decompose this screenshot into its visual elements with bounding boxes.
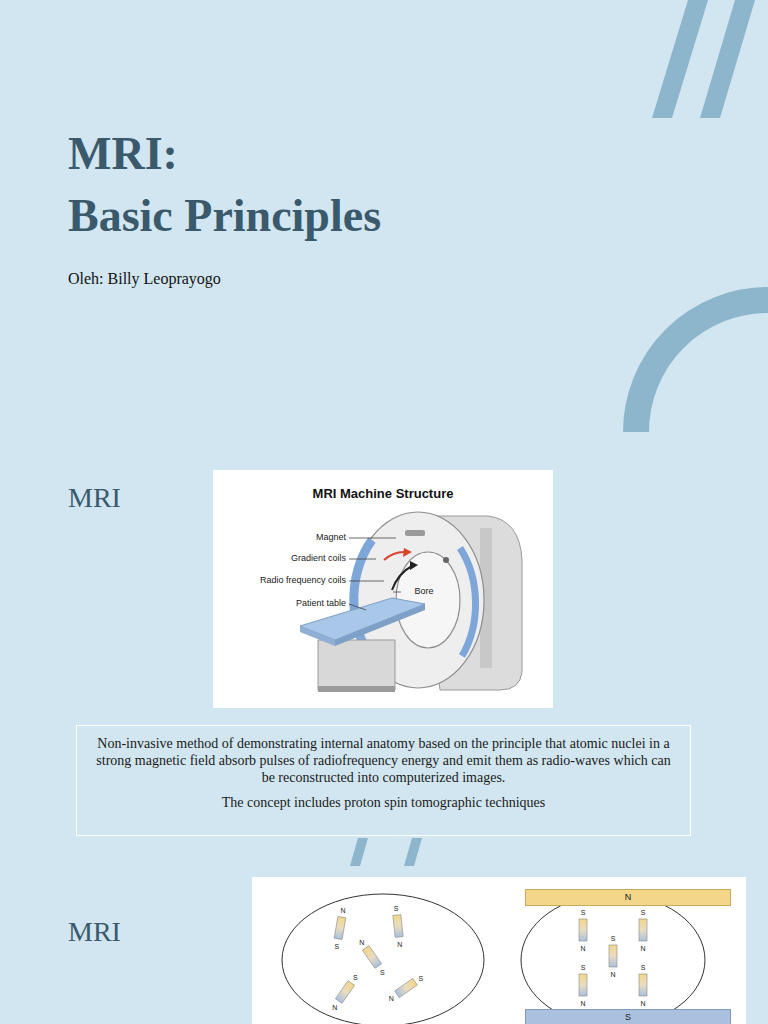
pole-label: N bbox=[389, 995, 394, 1002]
pole-label: N bbox=[332, 1003, 337, 1010]
magnet-pole-bar: S bbox=[525, 1009, 731, 1024]
tissue-ellipse bbox=[521, 894, 705, 1024]
slide-heading: MRI bbox=[68, 916, 121, 948]
decor-slashes bbox=[350, 838, 422, 866]
tissue-ellipse bbox=[282, 894, 484, 1024]
proton-magnets bbox=[334, 915, 647, 1004]
magnet-symbol bbox=[579, 919, 587, 941]
pole-label: S bbox=[335, 942, 340, 949]
pole-label: S bbox=[380, 968, 385, 975]
magnet-symbol bbox=[609, 945, 617, 967]
author-line: Oleh: Billy Leoprayogo bbox=[68, 270, 221, 288]
part-label: Radio frequency coils bbox=[260, 575, 346, 585]
slide-heading: MRI bbox=[68, 482, 121, 514]
magnet-symbol bbox=[362, 946, 381, 969]
pole-label: S bbox=[641, 909, 646, 916]
magnet-symbol bbox=[335, 981, 354, 1004]
image-panel: MRI Machine Structure bbox=[213, 470, 553, 708]
pole-label: N bbox=[640, 945, 645, 952]
leader-line bbox=[349, 538, 401, 610]
pole-label: S bbox=[611, 935, 616, 942]
image-panel bbox=[252, 877, 746, 1024]
magnet-symbol bbox=[579, 974, 587, 996]
pole-label: S bbox=[353, 974, 358, 981]
pole-label: S bbox=[394, 905, 399, 912]
pole-label: S bbox=[581, 909, 586, 916]
pole-label: S bbox=[641, 964, 646, 971]
pole-label: N bbox=[359, 939, 364, 946]
part-label: Patient table bbox=[296, 598, 346, 608]
text-box: Non-invasive method of demonstrating int… bbox=[76, 725, 691, 836]
magnet-symbol bbox=[639, 919, 647, 941]
pole-label: S bbox=[526, 1013, 730, 1022]
part-label: Bore bbox=[414, 586, 433, 596]
part-label: Magnet bbox=[316, 532, 346, 542]
figure-title: MRI Machine Structure bbox=[219, 486, 547, 502]
magnet-symbol bbox=[639, 974, 647, 996]
pole-label: N bbox=[610, 971, 615, 978]
slide-subtitle: Basic Principles bbox=[68, 190, 381, 243]
pole-label: N bbox=[580, 1000, 585, 1007]
part-label: Gradient coils bbox=[291, 553, 346, 563]
pole-label: N bbox=[640, 1000, 645, 1007]
magnet-symbol bbox=[334, 916, 346, 939]
magnet-pole-bar: N bbox=[525, 889, 731, 906]
pole-label: N bbox=[341, 907, 346, 914]
pole-label: S bbox=[418, 974, 423, 981]
pole-label: N bbox=[526, 893, 730, 902]
pole-label: N bbox=[580, 945, 585, 952]
slide-title: MRI: bbox=[68, 128, 178, 181]
pole-label: S bbox=[581, 964, 586, 971]
magnet-symbol bbox=[393, 915, 403, 938]
body-text: The concept includes proton spin tomogra… bbox=[91, 794, 676, 811]
decor-slashes bbox=[652, 0, 755, 118]
decor-arc bbox=[636, 300, 768, 432]
body-text: Non-invasive method of demonstrating int… bbox=[91, 735, 676, 786]
image-panel bbox=[213, 470, 553, 708]
pole-label: N bbox=[397, 940, 402, 947]
magnet-symbol bbox=[395, 978, 418, 997]
